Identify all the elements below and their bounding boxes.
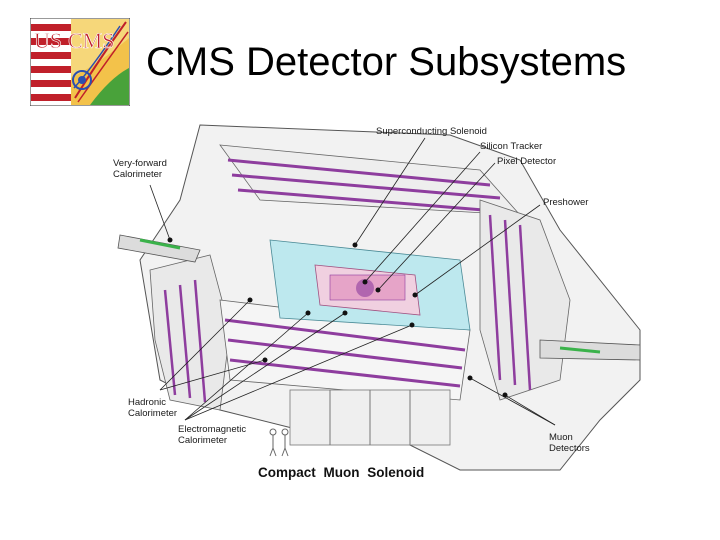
leader-dots (167, 237, 508, 398)
label-superconducting-solenoid: Superconducting Solenoid (376, 126, 487, 137)
diagram-caption: Compact Muon Solenoid (258, 465, 425, 480)
label-hadronic-line1: Hadronic (128, 397, 167, 408)
label-very-forward-line2: Calorimeter (113, 169, 163, 180)
label-silicon-tracker: Silicon Tracker (480, 141, 543, 152)
logo-text-us: US (34, 28, 62, 53)
label-preshower: Preshower (543, 197, 589, 208)
label-muon-line1: Muon (549, 432, 573, 443)
label-very-forward-line1: Very-forward (113, 158, 167, 169)
people-scale-figures (269, 428, 289, 457)
logo-stripes (31, 19, 71, 105)
logo-text-cms: CMS (68, 28, 114, 53)
label-hadronic-line2: Calorimeter (128, 408, 178, 419)
label-electromagnetic-line2: Calorimeter (178, 435, 228, 446)
us-cms-logo: US CMS (30, 18, 130, 106)
slide-title: CMS Detector Subsystems (146, 40, 627, 84)
leader-lines (149, 137, 556, 426)
detector-body (117, 124, 641, 471)
label-pixel-detector: Pixel Detector (497, 156, 557, 167)
label-muon-line2: Detectors (549, 443, 590, 454)
label-electromagnetic-line1: Electromagnetic (178, 424, 247, 435)
